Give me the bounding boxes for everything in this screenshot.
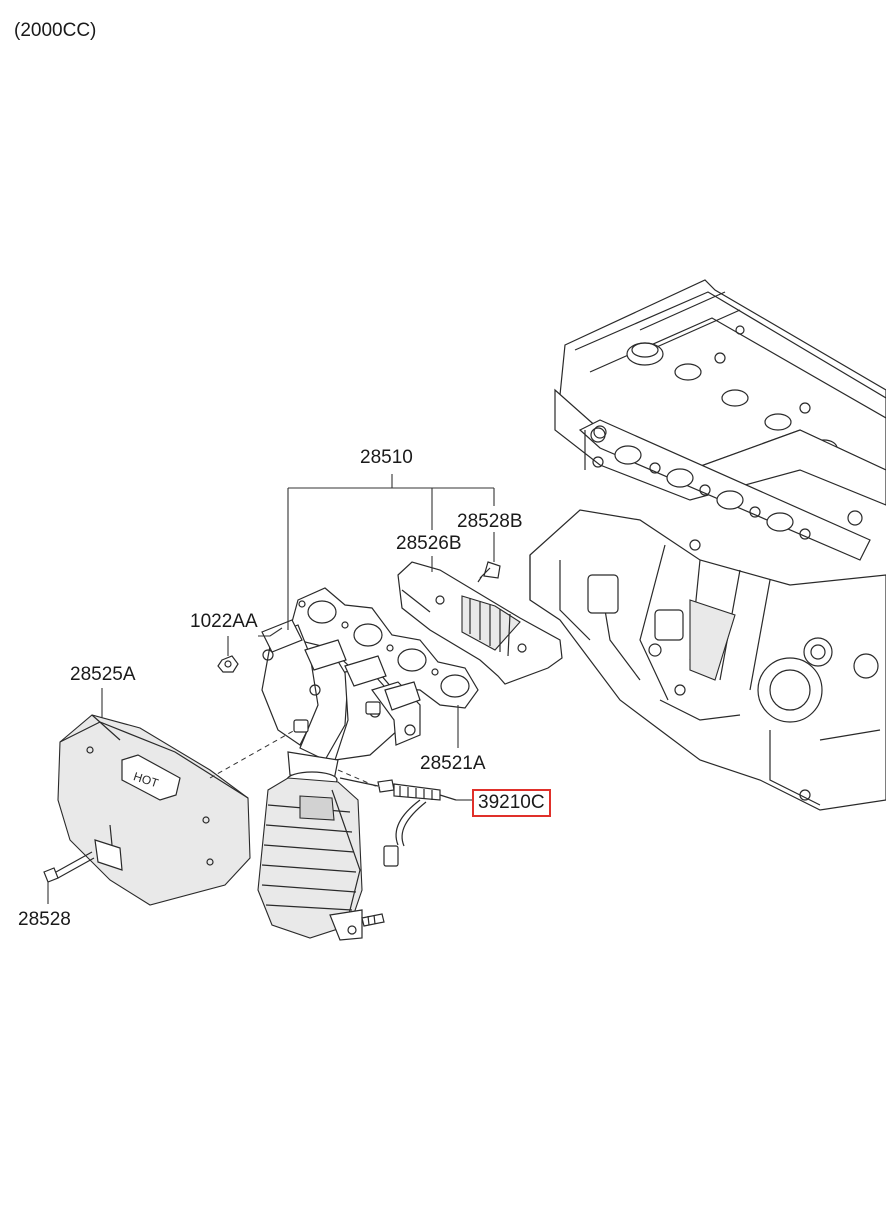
manifold-gasket <box>291 587 479 709</box>
heat-protector-b <box>397 561 563 685</box>
callout-leaders <box>47 474 495 904</box>
callout-28525a[interactable]: 28525A <box>70 664 136 685</box>
stud-bolt-b <box>477 561 501 583</box>
bolt <box>43 851 95 883</box>
callout-28528[interactable]: 28528 <box>18 909 71 930</box>
callout-39210c-highlighted[interactable]: 39210C <box>472 789 551 817</box>
engine-block <box>529 279 886 811</box>
callout-28528b[interactable]: 28528B <box>457 511 523 532</box>
exhaust-manifold <box>261 619 421 789</box>
callout-28510[interactable]: 28510 <box>360 447 413 468</box>
callout-28521a[interactable]: 28521A <box>420 753 486 774</box>
catalytic-converter <box>257 777 385 941</box>
nut <box>217 655 239 673</box>
heat-protector-a: HOT <box>57 714 251 906</box>
engine-variant-label: (2000CC) <box>14 20 97 41</box>
callout-1022aa[interactable]: 1022AA <box>190 611 258 632</box>
callout-28526b[interactable]: 28526B <box>396 533 462 554</box>
